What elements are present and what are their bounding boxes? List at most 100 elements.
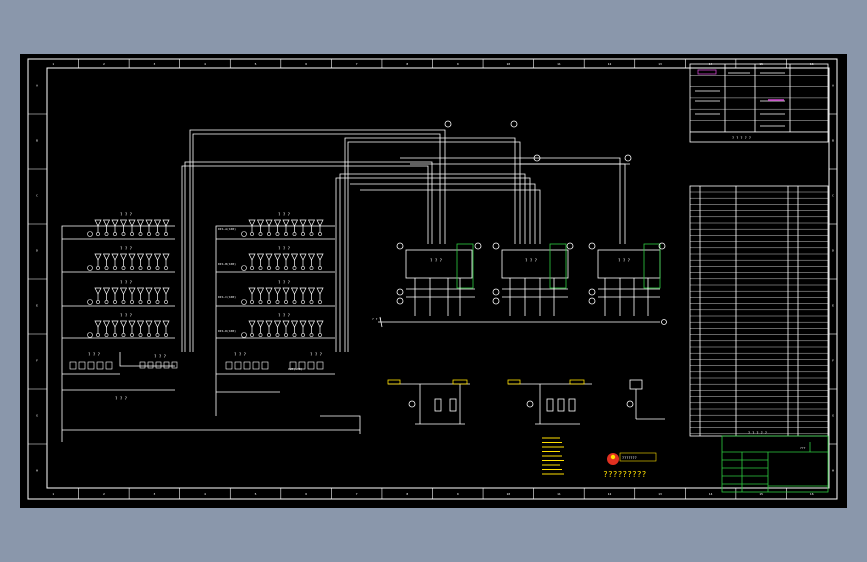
detector-icon: [136, 219, 145, 227]
detector-icon: [145, 219, 153, 227]
left-riser-panel: [61, 225, 360, 442]
detector-node-icon: [258, 300, 263, 304]
breaker-icon: [171, 361, 178, 369]
row-mark-left: H: [36, 469, 38, 473]
detector-icon: [265, 320, 273, 328]
col-mark-bottom: 10: [507, 492, 511, 496]
middle-riser-panel: [215, 225, 361, 434]
row-terminal-icon: [87, 265, 93, 271]
controller-1: [396, 242, 482, 316]
controller-2: [492, 242, 574, 316]
detector-node-icon: [130, 266, 134, 270]
col-mark-bottom: 6: [305, 492, 307, 496]
detector-icon: [94, 320, 102, 328]
row-mark-left: C: [36, 194, 38, 198]
breaker-icon: [243, 361, 251, 370]
detector-node-icon: [155, 300, 160, 304]
detector-node-icon: [121, 300, 126, 304]
col-mark-top: 11: [557, 62, 561, 66]
detector-node-icon: [284, 266, 288, 270]
col-mark-bottom: 3: [154, 492, 156, 496]
col-mark-top: 8: [406, 62, 408, 66]
detector-node-icon: [275, 300, 280, 304]
detector-icon: [119, 253, 128, 261]
col-mark-top: 10: [507, 62, 511, 66]
logo-text: ?????????: [603, 470, 647, 479]
detector-node-icon: [292, 333, 297, 337]
col-mark-bottom: 2: [103, 492, 105, 496]
detector-node-icon: [96, 300, 100, 304]
detector-icon: [299, 320, 307, 328]
detector-node-icon: [104, 333, 109, 337]
detector-icon: [119, 287, 128, 295]
col-mark-top: 5: [255, 62, 257, 66]
breaker-icon: [87, 361, 95, 370]
detector-icon: [316, 287, 324, 295]
legend-caption: ? ? ? ? ?: [732, 136, 751, 140]
detector-node-icon: [164, 266, 168, 270]
col-mark-top: 3: [154, 62, 156, 66]
col-mark-top: 13: [658, 62, 662, 66]
col-mark-bottom: 16: [810, 492, 814, 496]
detector-node-icon: [292, 232, 297, 236]
row-mark-right: D: [832, 249, 834, 253]
row-mark-left: A: [36, 84, 38, 88]
breaker-icon: [234, 361, 242, 370]
detector-icon: [162, 320, 170, 328]
mid-dist-label-2: ? ? ?: [310, 352, 323, 357]
detector-icon: [94, 219, 102, 227]
detector-icon: [136, 253, 145, 261]
detector-node-icon: [130, 300, 134, 304]
controller-2-label: ? ? ?: [525, 258, 538, 263]
detector-node-icon: [113, 300, 117, 304]
detector-icon: [282, 320, 290, 328]
row-terminal-icon: [87, 231, 93, 237]
detector-icon: [111, 253, 119, 261]
detector-icon: [153, 287, 162, 295]
left-floor-label-2: ? ? ?: [120, 246, 133, 251]
detector-icon: [273, 287, 282, 295]
row-mark-left: G: [36, 414, 38, 418]
detector-node-icon: [147, 333, 151, 337]
detector-icon: [162, 219, 170, 227]
row-mark-right: C: [832, 194, 834, 198]
col-mark-top: 6: [305, 62, 307, 66]
detector-node-icon: [250, 333, 254, 337]
detector-icon: [128, 219, 136, 227]
detector-node-icon: [130, 232, 134, 236]
detector-node-icon: [164, 333, 168, 337]
company-logo: [607, 452, 657, 465]
detector-icon: [153, 219, 162, 227]
mid-floor-label-2: ? ? ?: [278, 246, 291, 251]
detector-icon: [307, 219, 316, 227]
col-mark-bottom: 4: [204, 492, 206, 496]
detector-node-icon: [309, 333, 314, 337]
left-bottom-label: ? ? ?: [115, 396, 128, 401]
detector-node-icon: [121, 266, 126, 270]
col-mark-bottom: 11: [557, 492, 561, 496]
col-mark-top: 9: [457, 62, 459, 66]
detector-node-icon: [267, 333, 271, 337]
detector-icon: [136, 320, 145, 328]
detector-node-icon: [138, 333, 143, 337]
detector-icon: [145, 287, 153, 295]
detector-node-icon: [113, 266, 117, 270]
col-mark-top: 1: [52, 62, 54, 66]
row-mark-left: F: [36, 359, 38, 363]
detector-icon: [162, 287, 170, 295]
detector-icon: [273, 253, 282, 261]
breaker-icon: [307, 361, 315, 370]
detector-node-icon: [292, 266, 297, 270]
detector-node-icon: [284, 232, 288, 236]
detector-node-icon: [164, 300, 168, 304]
detector-icon: [273, 320, 282, 328]
breaker-icon: [139, 361, 146, 369]
notes-column: [542, 437, 564, 475]
detector-icon: [299, 287, 307, 295]
detector-icon: [102, 320, 111, 328]
detector-icon: [282, 219, 290, 227]
detector-node-icon: [138, 300, 143, 304]
